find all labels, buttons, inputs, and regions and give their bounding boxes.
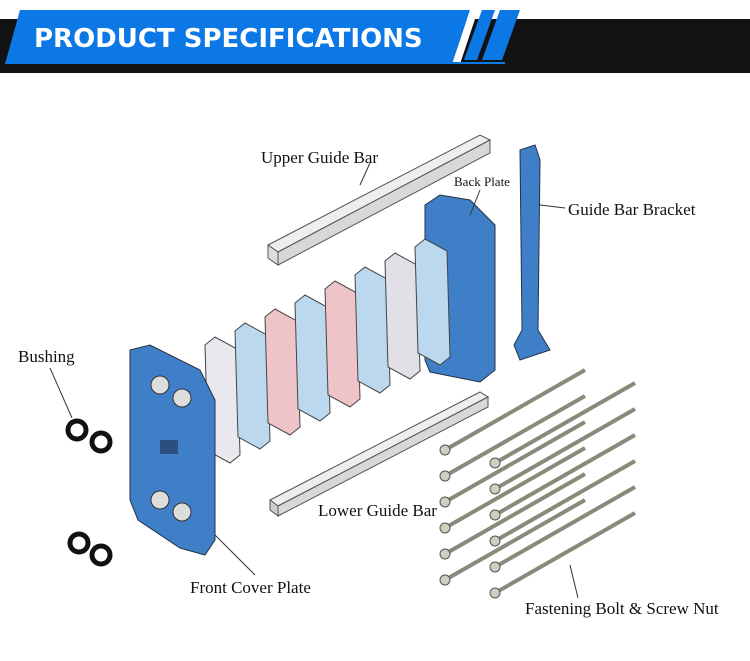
heat-plate bbox=[264, 308, 301, 436]
bolt bbox=[494, 511, 636, 595]
bolt bbox=[494, 459, 636, 543]
plate-pack bbox=[204, 238, 451, 464]
bolt bbox=[444, 446, 586, 530]
fastening-bolts bbox=[439, 368, 636, 599]
bolt bbox=[444, 498, 586, 582]
bolt bbox=[494, 485, 636, 569]
screw-nut bbox=[489, 535, 501, 547]
screw-nut bbox=[439, 548, 451, 560]
upper-guide-bar bbox=[267, 134, 492, 266]
label-upper-guide-bar: Upper Guide Bar bbox=[261, 148, 378, 167]
bolt bbox=[444, 368, 586, 452]
screw-nut bbox=[489, 483, 501, 495]
heat-plate bbox=[294, 294, 331, 422]
guide-bar-bracket bbox=[513, 144, 551, 361]
front-cover-plate bbox=[129, 344, 216, 556]
bushings bbox=[65, 418, 113, 567]
screw-nut bbox=[439, 444, 451, 456]
header-banner: PRODUCT SPECIFICATIONS bbox=[0, 10, 750, 73]
screw-nut bbox=[489, 561, 501, 573]
heat-plate bbox=[234, 322, 271, 450]
label-fastening-bolt: Fastening Bolt & Screw Nut bbox=[525, 599, 719, 618]
label-guide-bar-bracket: Guide Bar Bracket bbox=[568, 200, 696, 219]
page-title: PRODUCT SPECIFICATIONS bbox=[34, 24, 423, 54]
screw-nut bbox=[439, 470, 451, 482]
bolt bbox=[494, 433, 636, 517]
bolt bbox=[444, 420, 586, 504]
screw-nut bbox=[439, 496, 451, 508]
screw-nut bbox=[439, 574, 451, 586]
bolt bbox=[494, 381, 636, 465]
bolt bbox=[494, 407, 636, 491]
label-bushing: Bushing bbox=[18, 347, 75, 366]
bolt bbox=[444, 472, 586, 556]
heat-plate bbox=[354, 266, 391, 394]
screw-nut bbox=[489, 457, 501, 469]
label-lower-guide-bar: Lower Guide Bar bbox=[318, 501, 437, 520]
heat-plate bbox=[324, 280, 361, 408]
heat-plate bbox=[384, 252, 421, 380]
bolt bbox=[444, 394, 586, 478]
label-front-cover-plate: Front Cover Plate bbox=[190, 578, 311, 597]
label-back-plate: Back Plate bbox=[454, 174, 510, 189]
screw-nut bbox=[489, 509, 501, 521]
screw-nut bbox=[489, 587, 501, 599]
screw-nut bbox=[439, 522, 451, 534]
heat-plate bbox=[414, 238, 451, 366]
lower-guide-bar bbox=[269, 391, 490, 517]
